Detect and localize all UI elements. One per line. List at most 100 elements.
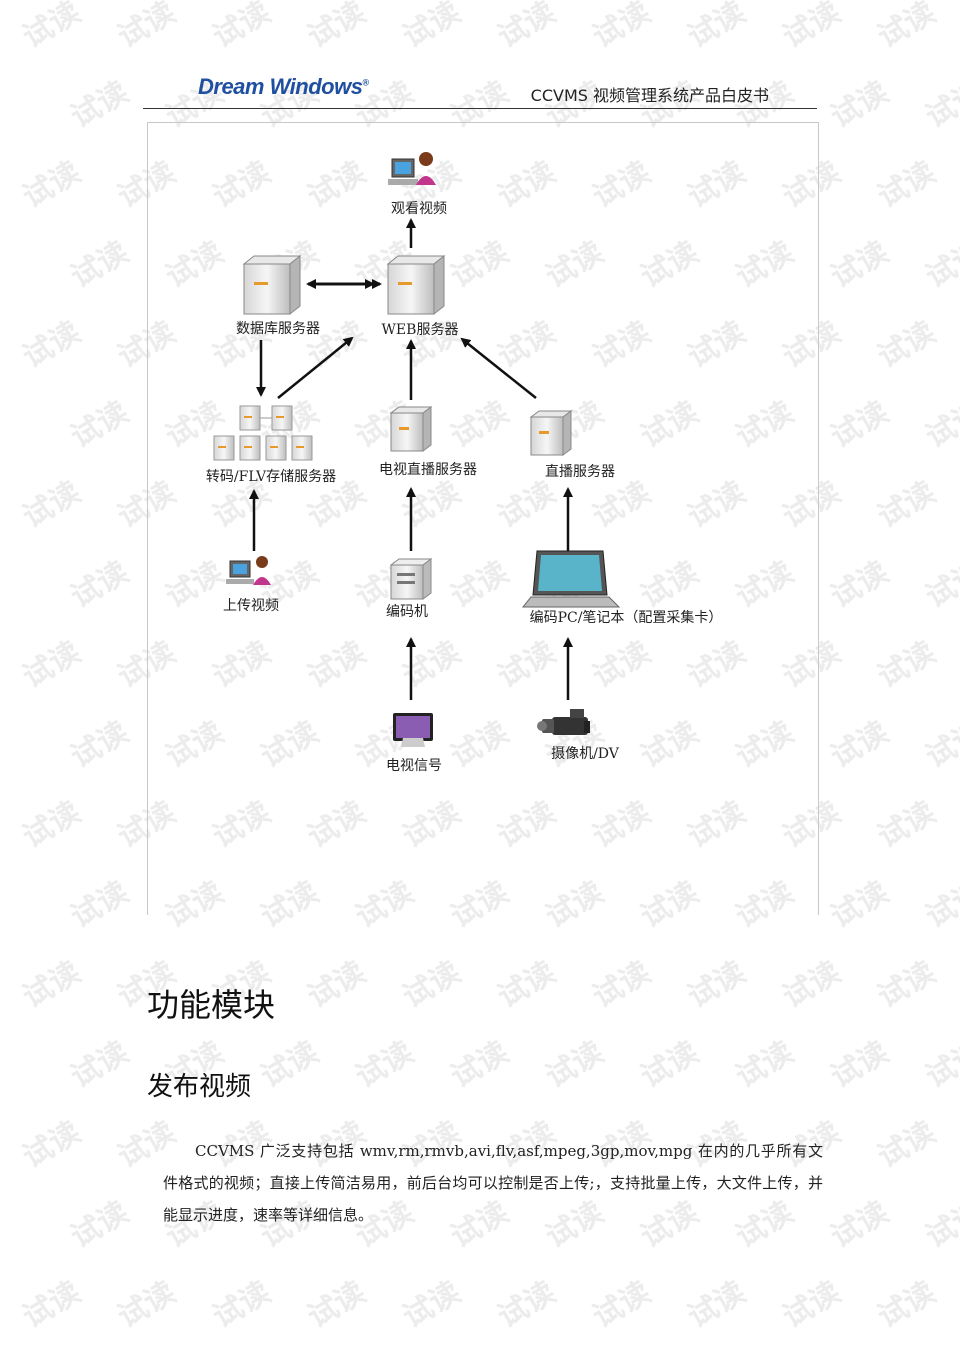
label-database-server: 数据库服务器 [236,321,320,337]
watermark-text: 试读 [587,1274,657,1336]
label-encoder-pc: 编码PC/笔记本（配置采集卡） [529,610,723,626]
watermark-text: 试读 [730,1034,800,1096]
watermark-text: 试读 [17,154,87,216]
watermark-text: 试读 [587,0,657,56]
watermark-text: 试读 [65,554,135,616]
arrow-transcode-to-web [277,336,354,399]
label-tv-signal: 电视信号 [386,758,442,774]
label-transcode-server: 转码/FLV存储服务器 [205,469,337,485]
label-camera: 摄像机/DV [551,746,619,762]
watermark-text: 试读 [207,0,277,56]
watermark-text: 试读 [17,954,87,1016]
watermark-text: 试读 [825,1034,895,1096]
watermark-text: 试读 [872,794,942,856]
watermark-text: 试读 [872,474,942,536]
watermark-text: 试读 [397,0,467,56]
watermark-text: 试读 [920,234,960,296]
upload-video-icon [226,556,271,585]
encoder-machine-icon [389,558,433,600]
watermark-text: 试读 [777,954,847,1016]
transcode-server-cluster-icon [213,405,313,461]
database-server-icon [242,254,302,316]
watermark-text: 试读 [920,554,960,616]
label-web-server: WEB服务器 [381,322,459,338]
watermark-text: 试读 [445,1034,515,1096]
watermark-text: 试读 [872,634,942,696]
document-title: CCVMS 视频管理系统产品白皮书 [530,86,769,105]
label-tv-live-server: 电视直播服务器 [379,462,477,478]
watermark-text: 试读 [17,0,87,56]
watermark-text: 试读 [825,234,895,296]
watermark-text: 试读 [635,1034,705,1096]
watermark-text: 试读 [540,1034,610,1096]
watermark-text: 试读 [17,794,87,856]
watermark-text: 试读 [302,0,372,56]
architecture-diagram: 观看视频 数据库服务器 WEB服务器 转码/FLV存储服务器 电视直播服务器 直… [147,122,819,915]
watermark-text: 试读 [65,714,135,776]
watermark-text: 试读 [350,1034,420,1096]
watermark-text: 试读 [65,874,135,936]
watermark-text: 试读 [872,0,942,56]
watermark-text: 试读 [825,394,895,456]
watermark-text: 试读 [397,954,467,1016]
arrow-live-to-web [460,337,537,399]
video-camera-icon [537,709,590,735]
watermark-text: 试读 [302,954,372,1016]
label-watch-video: 观看视频 [391,201,447,217]
watermark-text: 试读 [920,714,960,776]
watermark-text: 试读 [302,1274,372,1336]
watermark-text: 试读 [17,634,87,696]
watermark-text: 试读 [65,74,135,136]
tv-live-server-icon [389,406,433,452]
laptop-icon [521,550,621,608]
watermark-text: 试读 [777,0,847,56]
watermark-text: 试读 [587,954,657,1016]
watermark-text: 试读 [872,1274,942,1336]
watermark-text: 试读 [825,554,895,616]
tv-signal-icon [393,713,433,747]
diagram-graphics [213,152,621,747]
watermark-text: 试读 [492,1274,562,1336]
watch-video-icon [388,152,436,185]
watermark-text: 试读 [65,1194,135,1256]
watermark-text: 试读 [65,1034,135,1096]
watermark-text: 试读 [825,874,895,936]
watermark-text: 试读 [65,394,135,456]
watermark-text: 试读 [65,234,135,296]
live-server-icon [529,410,573,456]
watermark-text: 试读 [682,0,752,56]
watermark-text: 试读 [920,874,960,936]
subsection-title: 发布视频 [147,1072,252,1102]
watermark-text: 试读 [920,1034,960,1096]
watermark-text: 试读 [920,1194,960,1256]
label-upload-video: 上传视频 [223,598,279,614]
watermark-text: 试读 [825,74,895,136]
watermark-text: 试读 [397,1274,467,1336]
watermark-text: 试读 [872,314,942,376]
watermark-text: 试读 [17,1114,87,1176]
label-live-server: 直播服务器 [545,464,615,480]
watermark-text: 试读 [17,474,87,536]
watermark-text: 试读 [682,1274,752,1336]
watermark-text: 试读 [920,74,960,136]
body-paragraph: CCVMS 广泛支持包括 wmv,rm,rmvb,avi,flv,asf,mpe… [163,1142,823,1224]
watermark-text: 试读 [17,314,87,376]
watermark-text: 试读 [207,1274,277,1336]
section-title: 功能模块 [147,986,276,1024]
page-header: Dream Windows® CCVMS 视频管理系统产品白皮书 [143,72,817,109]
watermark-text: 试读 [825,714,895,776]
web-server-icon [386,254,446,316]
watermark-text: 试读 [872,154,942,216]
watermark-text: 试读 [492,0,562,56]
label-encoder: 编码机 [386,604,428,620]
watermark-text: 试读 [255,1034,325,1096]
watermark-text: 试读 [872,1114,942,1176]
watermark-text: 试读 [17,1274,87,1336]
watermark-text: 试读 [872,954,942,1016]
watermark-text: 试读 [777,1274,847,1336]
watermark-text: 试读 [112,0,182,56]
watermark-text: 试读 [825,1194,895,1256]
watermark-text: 试读 [682,954,752,1016]
dream-windows-logo: Dream Windows® [198,74,369,99]
arrows [249,218,573,700]
